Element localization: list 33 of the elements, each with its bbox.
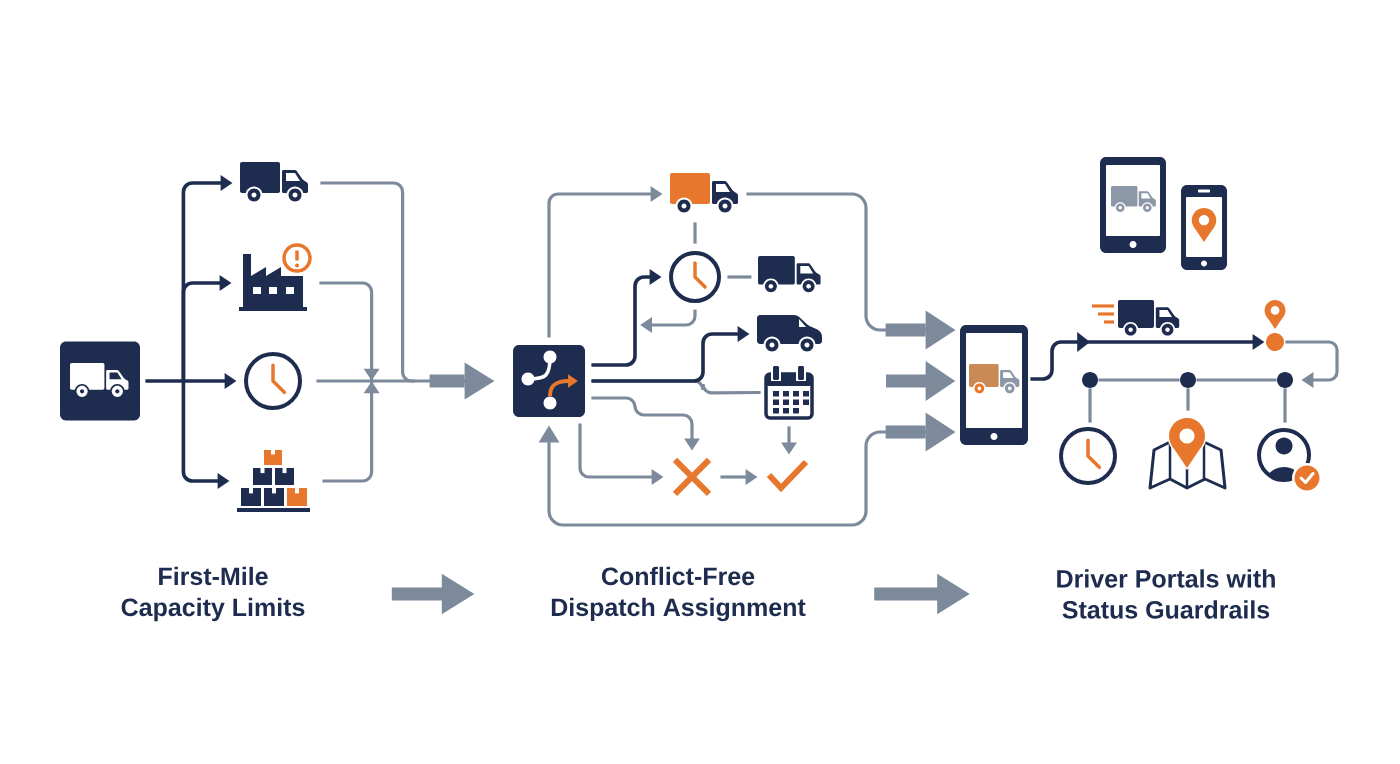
route-dot	[1266, 333, 1284, 351]
truck-icon	[758, 256, 821, 295]
factory-icon	[239, 240, 315, 311]
routing-tile	[513, 345, 585, 417]
step-caption: First-Mile Capacity Limits	[121, 566, 305, 622]
boxes-icon	[237, 450, 310, 512]
truck-icon	[240, 162, 308, 204]
arrow	[319, 281, 380, 381]
arrow	[1285, 340, 1339, 388]
step-caption: Driver Portals with Status Guardrails	[1057, 569, 1275, 619]
check-icon	[766, 459, 809, 493]
connector-line	[727, 275, 752, 279]
user-icon	[1257, 428, 1322, 493]
truck-tile	[60, 341, 140, 421]
connector-line	[1196, 378, 1277, 382]
connector-line	[1088, 388, 1092, 423]
clock-icon	[1059, 427, 1117, 485]
calendar-icon	[764, 366, 814, 420]
tablet-icon	[960, 325, 1028, 445]
connector-line	[1283, 388, 1287, 423]
connector-line	[693, 222, 697, 244]
connector-line	[1186, 388, 1190, 411]
timeline-dot	[1180, 372, 1196, 388]
connector-line	[1098, 378, 1180, 382]
timeline-dot	[1277, 372, 1293, 388]
step-caption: Conflict-Free Dispatch Assignment	[551, 566, 806, 622]
clock-icon	[669, 251, 721, 303]
clock-icon	[244, 352, 302, 410]
truck-icon	[670, 173, 738, 215]
van-icon	[757, 315, 822, 354]
map-icon	[1148, 416, 1227, 490]
timeline-dot	[1082, 372, 1098, 388]
cross-icon	[672, 457, 712, 497]
